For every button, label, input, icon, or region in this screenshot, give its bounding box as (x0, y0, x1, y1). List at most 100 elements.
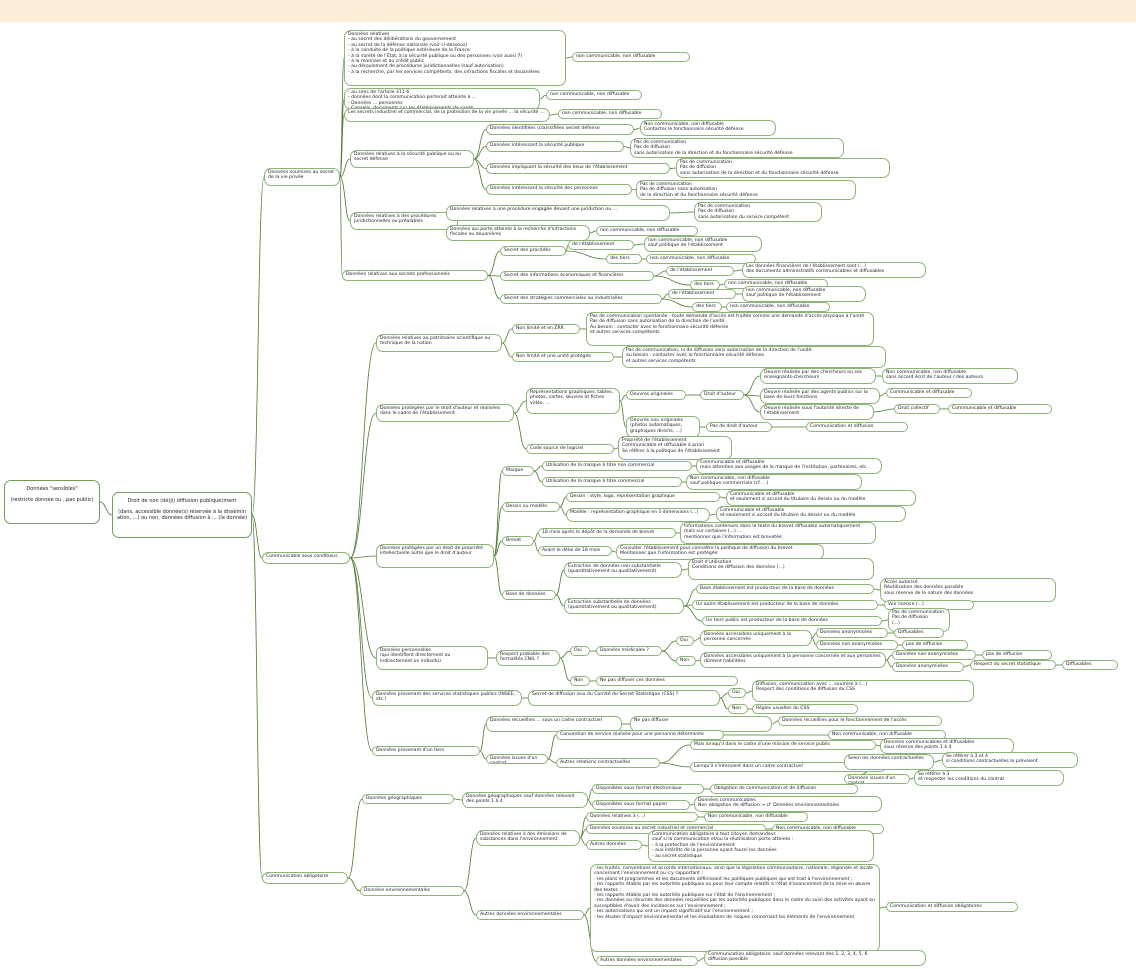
cond-br2[interactable]: Avant le délai de 18 mois (538, 546, 612, 556)
branch-secret[interactable]: Données soumises au secret de la vie pri… (264, 168, 340, 186)
cond-ti2drr[interactable]: Se référer à 3 et 4 si conditions contra… (942, 752, 1078, 768)
cond-a1a[interactable]: Oeuvres originales (626, 390, 686, 400)
cond-bd2c[interactable]: Un tiers public est producteur de la bas… (702, 616, 882, 626)
cond-st1[interactable]: Oui (728, 688, 746, 698)
cond-ti2c[interactable]: Mais lorsqu'il dans le cadre d'une missi… (690, 740, 876, 750)
defense-d3r[interactable]: Pas de communication Pas de diffusion sa… (676, 158, 890, 178)
proc-p1r[interactable]: Pas de communication Pas de diffusion sa… (694, 202, 822, 222)
cond-bd[interactable]: Base de données (502, 590, 556, 600)
cond-m2r[interactable]: Non communicable, non diffusable sauf po… (686, 474, 862, 490)
privee-r2[interactable]: non communicable, non diffusable (546, 90, 642, 100)
prof-node[interactable]: Données relatives aux secrets profession… (342, 270, 488, 281)
root-node[interactable]: Données "sensibles" (restricte donnée ou… (4, 480, 100, 524)
cond-a1fr[interactable]: Communicable et diffusable (948, 404, 1052, 414)
cond-br[interactable]: Brevet (502, 536, 534, 546)
cond-st[interactable]: Secret de diffusion issu du Comité du Se… (528, 690, 720, 706)
cond-ti1r[interactable]: Ne pas diffuser (630, 716, 772, 732)
cond-bd2a[interactable]: Base établissement est producteur de la … (696, 584, 874, 594)
cond-bd2ar[interactable]: Accès autorisé Réutilisation des données… (880, 578, 1056, 602)
cond-br1r[interactable]: Informations contenues dans le texte du … (680, 522, 876, 544)
cond-ti2dr[interactable]: Selon les données contractuelles (844, 754, 934, 770)
proc-p1[interactable]: Données relatives à une procédure engagé… (446, 205, 670, 221)
cond-bd1[interactable]: Extraction de données non substantielle … (564, 562, 682, 578)
defense-node[interactable]: Données relatives à la sécurité publique… (350, 150, 474, 168)
cond-stat[interactable]: Données provenant des services statistiq… (372, 690, 522, 706)
defense-d1[interactable]: Données identifiées (cla)ssifiées secret… (486, 124, 634, 135)
prof-s2a[interactable]: de l'établissement (666, 266, 734, 276)
cond-dm1[interactable]: Dessin : style, logo, représentation gra… (566, 492, 720, 502)
cond-dm2[interactable]: Modèle : représentation graphique en 3 d… (566, 508, 710, 522)
oblig-e2[interactable]: Autres données environnementales (476, 910, 584, 920)
cond-pe1cbr[interactable]: pas de diffusion (902, 640, 968, 650)
oblig-env[interactable]: Données environnementales (360, 886, 464, 896)
cond-ti2a[interactable]: Convention de service réalisée pour une … (556, 730, 724, 740)
cond-bd2b[interactable]: Un autre établissement est producteur de… (692, 600, 878, 610)
cond-ti2[interactable]: Données issues d'un contrat (486, 754, 548, 764)
cond-ti2d[interactable]: Lorsqu'il n'intervient dans un cadre con… (690, 762, 886, 772)
defense-d3[interactable]: Données impliquant la sécurité des lieux… (486, 163, 670, 174)
cond-pe1c[interactable]: Données accessibles uniquement à la pers… (700, 630, 812, 646)
cond-a1cr[interactable]: Non communicable, non diffusable sans ac… (882, 368, 1018, 384)
prof-s3b[interactable]: des tiers (692, 302, 722, 312)
oblig-e1c[interactable]: Autres données (586, 840, 642, 850)
cond-pat[interactable]: Données relatives au patrimoine scientif… (376, 334, 502, 352)
cond-pe1a[interactable]: Données médicales ? (596, 646, 662, 656)
cond-pe1er[interactable]: Données non anonymisées (892, 650, 976, 660)
oblig-e1[interactable]: Données relatives à des émissions de sub… (476, 830, 580, 846)
privee-b2[interactable]: - au sens de l'article 311-6 - données d… (344, 88, 540, 110)
oblig-e2a[interactable]: - les traités, conventions et accords in… (590, 864, 880, 952)
cond-pe1e[interactable]: Données accessibles uniquement à la pers… (700, 652, 886, 668)
cond-st2r[interactable]: Règles usuelles du CSS (752, 704, 858, 714)
cond-tiers[interactable]: Données provenant d'un tiers (372, 746, 480, 756)
prof-s1br[interactable]: non communicable, non diffusable (646, 254, 756, 264)
cond-pa[interactable]: Non limité et en ZRR (512, 324, 580, 334)
cond-pe1f[interactable]: Données anonymisées (892, 662, 964, 672)
oblig-g1br[interactable]: Données communicables Non obligation de … (694, 796, 882, 812)
oblig-e2b[interactable]: Autres données environnementales (596, 956, 698, 966)
cond-pe2r[interactable]: Ne pas diffuser ces données (596, 676, 738, 686)
cond-pbr[interactable]: Pas de communication, ni de diffusion sa… (622, 346, 886, 368)
cond-dm2r[interactable]: Communicable et diffusable et seulement … (716, 506, 906, 522)
cond-ti2cr[interactable]: Données communicables et diffusables sou… (880, 738, 1014, 754)
cond-pe1ca[interactable]: Diffusables (894, 628, 944, 638)
prof-s1[interactable]: Secret des procédés (500, 246, 566, 256)
oblig-g1a[interactable]: Disponibles sous format électronique (592, 784, 704, 794)
cond-perso[interactable]: Données personnelles (qui identifient di… (376, 646, 488, 670)
oblig-g1ar[interactable]: Obligation de communication et de diffus… (710, 784, 858, 794)
cond-m1[interactable]: Utilisation de la marque à titre non com… (542, 461, 692, 471)
cond-pe1err[interactable]: pas de diffusion (982, 650, 1052, 660)
oblig-e2ar[interactable]: Communication et diffusion obligatoires (886, 902, 1018, 912)
prof-s3br[interactable]: non communicable, non diffusable (726, 302, 830, 312)
privee-r3[interactable]: non communicable, non diffusable (558, 109, 662, 119)
cond-br2r[interactable]: Consulter l'établissement pour connaître… (616, 544, 824, 560)
cond-pe2[interactable]: Non (570, 676, 590, 686)
cond-bd2[interactable]: Extraction substantielle de données (qua… (564, 598, 684, 614)
prof-s1ar[interactable]: non communicable, non diffusable sauf po… (644, 236, 762, 252)
cond-m[interactable]: Marque (502, 466, 534, 476)
cond-ip[interactable]: Données protégées par un droit de propri… (376, 544, 494, 568)
prof-s3ar[interactable]: non communicable, non diffusable sauf po… (742, 286, 866, 302)
prof-s2ar[interactable]: Les données financières de l'établisseme… (742, 262, 926, 278)
prof-s2[interactable]: Secret des informations économiques et f… (500, 271, 654, 281)
proc-p2r[interactable]: non communicable, non diffusable (596, 226, 698, 236)
oblig-e1cr[interactable]: Communication obligatoire à tout citoyen… (648, 830, 874, 862)
privee-b3[interactable]: Les secrets industriel et commercial, de… (344, 108, 550, 122)
privee-b1[interactable]: Données relatives - au secret des délibé… (344, 30, 566, 86)
cond-ti1rr[interactable]: Données recueillies pour le fonctionneme… (778, 716, 942, 726)
cond-pe1cb[interactable]: Données non anonymisées (816, 640, 898, 650)
cond-st1r[interactable]: Diffusion, communication avec ... soumis… (752, 680, 974, 702)
defense-d1r[interactable]: Non communicable, non diffusable Contact… (640, 120, 776, 136)
cond-pe1frr[interactable]: Diffusables (1062, 660, 1118, 670)
privee-r1[interactable]: non communicable, non diffusable (572, 52, 690, 62)
defense-d4r[interactable]: Pas de communication Pas de diffusion sa… (636, 180, 856, 200)
cond-st2[interactable]: Non (728, 704, 748, 714)
proc-p2[interactable]: Données qui porte atteinte à la recherch… (446, 225, 590, 241)
cond-a3r[interactable]: Propriété de l'établissement Communicabl… (618, 436, 732, 460)
cond-br1[interactable]: 18 mois après le dépôt de la demande de … (538, 528, 676, 538)
cond-a3[interactable]: Code source de logiciel (526, 444, 614, 454)
cond-ti2e[interactable]: Données issues d'un contrat (844, 774, 910, 784)
cond-a1f[interactable]: Droit collectif (894, 404, 940, 414)
defense-d4[interactable]: Données intéressant la sécurité des pers… (486, 184, 632, 195)
cond-bd1r[interactable]: Droit d'utilisation Conditions de diffus… (688, 558, 874, 580)
cond-pe1b[interactable]: Oui (676, 636, 694, 646)
